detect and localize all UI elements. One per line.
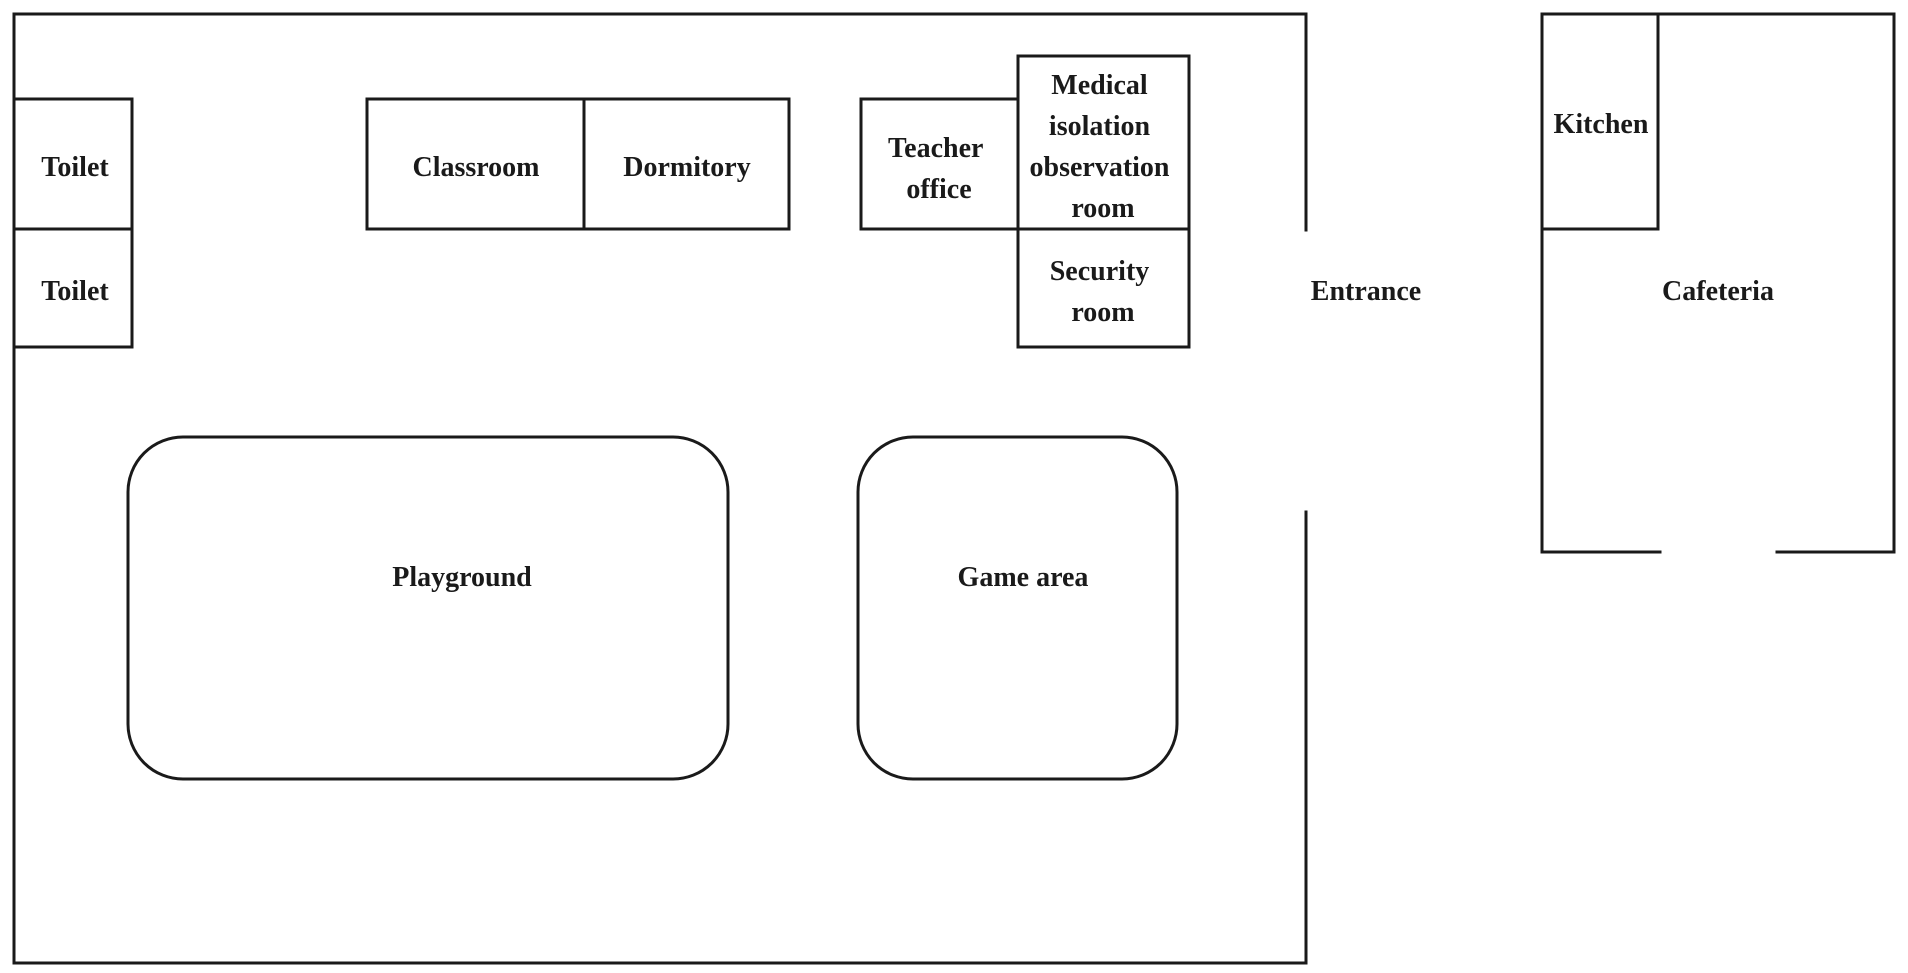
label-cafeteria: Cafeteria [1662,276,1774,307]
label-toilet-top: Toilet [41,152,109,183]
room-security[interactable] [1016,227,1191,349]
area-game[interactable] [856,435,1179,781]
label-playground: Playground [392,562,532,593]
room-medical-isolation[interactable] [1016,54,1191,231]
label-security-line: room [1071,297,1134,328]
label-toilet-bottom: Toilet [41,276,109,307]
label-dormitory: Dormitory [623,152,751,183]
label-teacher-office: Teacher office [888,133,990,205]
label-medical-line: Medical [1051,70,1148,101]
room-toilet-bottom[interactable] [12,227,134,349]
cafeteria-wall [1540,12,1896,554]
label-medical-line: isolation [1049,111,1151,142]
label-kitchen: Kitchen [1554,109,1649,140]
label-classroom: Classroom [412,152,539,183]
room-dormitory[interactable] [582,97,791,231]
room-kitchen[interactable] [1540,12,1660,231]
label-medical-line: room [1071,193,1134,224]
label-game-area: Game area [958,562,1089,593]
label-security-room: Security room [1050,256,1157,328]
room-classroom[interactable] [365,97,586,231]
label-entrance: Entrance [1311,276,1421,307]
room-teacher-office[interactable] [859,97,1020,231]
compound-wall [12,12,1308,965]
label-medical-isolation: Medical isolation observation room [1030,70,1177,224]
area-playground[interactable] [126,435,730,781]
label-security-line: Security [1050,256,1150,287]
label-teacher-office-line: Teacher [888,133,983,164]
label-medical-line: observation [1030,152,1170,183]
label-teacher-office-line: office [906,174,971,205]
